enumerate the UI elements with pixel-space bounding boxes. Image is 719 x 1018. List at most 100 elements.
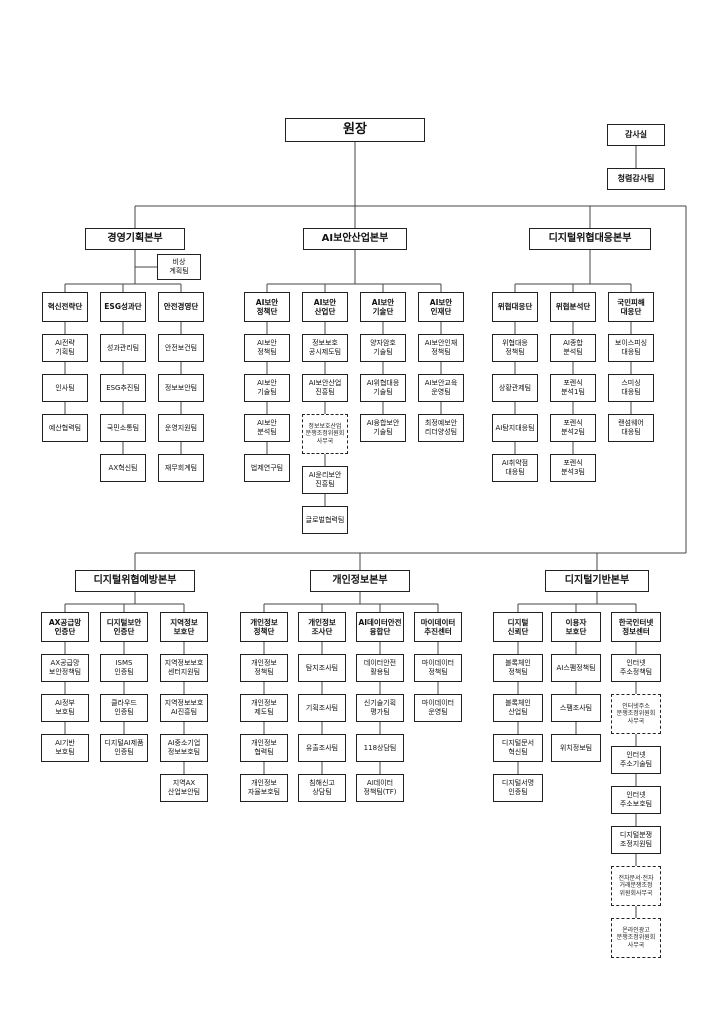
team-box: 신기술기획 평가팀 xyxy=(356,694,404,722)
group-box: AI보안 인재단 xyxy=(418,292,464,322)
team-box: 포렌식 분석2팀 xyxy=(550,414,596,442)
team-box: 성과관리팀 xyxy=(100,334,146,362)
team-box: 위협대응 정책팀 xyxy=(492,334,538,362)
committee-office-box: 온라인광고 분쟁조정위원회 사무국 xyxy=(611,918,661,958)
group-box: 혁신전략단 xyxy=(42,292,88,322)
team-box: 인터넷 주소보호팀 xyxy=(611,786,661,814)
team-box: 양자암호 기술팀 xyxy=(360,334,406,362)
team-box: 데이터안전 활용팀 xyxy=(356,654,404,682)
team-box: 정보보호 공시제도팀 xyxy=(302,334,348,362)
team-box: 디지털서명 인증팀 xyxy=(493,774,543,802)
team-box: 유출조사팀 xyxy=(298,734,346,762)
group-box: 디지털 신뢰단 xyxy=(493,612,543,642)
team-box: 클라우드 인증팀 xyxy=(100,694,148,722)
integrity-audit-team-box: 청렴감사팀 xyxy=(607,168,665,190)
team-box: AI보안인재 정책팀 xyxy=(418,334,464,362)
team-box: AI보안 기술팀 xyxy=(244,374,290,402)
team-box: 기획조사팀 xyxy=(298,694,346,722)
division-box: 경영기획본부 xyxy=(85,228,185,250)
team-box: 지역정보보호 센터지원팀 xyxy=(160,654,208,682)
group-box: ESG성과단 xyxy=(100,292,146,322)
group-box: AX공급망 인증단 xyxy=(41,612,89,642)
team-box: AX혁신팀 xyxy=(100,454,146,482)
team-box: 디지털분쟁 조정지원팀 xyxy=(611,826,661,854)
team-box: 인터넷 주소정책팀 xyxy=(611,654,661,682)
group-box: 지역정보 보호단 xyxy=(160,612,208,642)
group-box: 위협대응단 xyxy=(492,292,538,322)
team-box: 지역AX 산업보안팀 xyxy=(160,774,208,802)
team-box: ESG추진팀 xyxy=(100,374,146,402)
team-box: 상황관제팀 xyxy=(492,374,538,402)
team-box: AI보안교육 운영팀 xyxy=(418,374,464,402)
group-box: 국민피해 대응단 xyxy=(608,292,654,322)
team-box: AI탐지대응팀 xyxy=(492,414,538,442)
team-box: 보이스피싱 대응팀 xyxy=(608,334,654,362)
division-box: 개인정보본부 xyxy=(310,570,410,592)
team-box: AI보안산업 진흥팀 xyxy=(302,374,348,402)
team-box: 안전보건팀 xyxy=(158,334,204,362)
team-box: 탐지조사팀 xyxy=(298,654,346,682)
team-box: 마이데이터 정책팀 xyxy=(414,654,462,682)
team-box: 글로벌협력팀 xyxy=(302,506,348,534)
committee-office-box: 전자문서·전자 거래분쟁조정 위원회사무국 xyxy=(611,866,661,906)
team-box: 118상담팀 xyxy=(356,734,404,762)
division-box: 디지털기반본부 xyxy=(545,570,649,592)
team-box: AI위협대응 기술팀 xyxy=(360,374,406,402)
team-box: AI종합 분석팀 xyxy=(550,334,596,362)
side-team-box: 비상 계획팀 xyxy=(157,254,201,280)
group-box: 이용자 보호단 xyxy=(551,612,601,642)
team-box: 예산협력팀 xyxy=(42,414,88,442)
team-box: 디지털문서 혁신팀 xyxy=(493,734,543,762)
audit-office-box: 감사실 xyxy=(607,124,665,146)
division-box: AI보안산업본부 xyxy=(303,228,407,250)
group-box: 개인정보 정책단 xyxy=(240,612,288,642)
group-box: 한국인터넷 정보센터 xyxy=(611,612,661,642)
team-box: 블록체인 정책팀 xyxy=(493,654,543,682)
team-box: AI기반 보호팀 xyxy=(41,734,89,762)
group-box: AI보안 정책단 xyxy=(244,292,290,322)
division-box: 디지털위협대응본부 xyxy=(529,228,651,250)
team-box: 개인정보 협력팀 xyxy=(240,734,288,762)
team-box: AI융합보안 기술팀 xyxy=(360,414,406,442)
team-box: 침해신고 상담팀 xyxy=(298,774,346,802)
team-box: 개인정보 정책팀 xyxy=(240,654,288,682)
team-box: 개인정보 제도팀 xyxy=(240,694,288,722)
team-box: 운영지원팀 xyxy=(158,414,204,442)
team-box: 스팸조사팀 xyxy=(551,694,601,722)
group-box: 개인정보 조사단 xyxy=(298,612,346,642)
team-box: 법제연구팀 xyxy=(244,454,290,482)
team-box: AI윤리보안 진흥팀 xyxy=(302,466,348,494)
team-box: 국민소통팀 xyxy=(100,414,146,442)
team-box: 위치정보팀 xyxy=(551,734,601,762)
group-box: AI보안 기술단 xyxy=(360,292,406,322)
committee-office-box: 정보보호산업 분쟁조정위원회 사무국 xyxy=(302,414,348,454)
team-box: 마이데이터 운영팀 xyxy=(414,694,462,722)
team-box: 스미싱 대응팀 xyxy=(608,374,654,402)
team-box: 지역정보보호 AI진흥팀 xyxy=(160,694,208,722)
director-box: 원장 xyxy=(285,118,425,142)
team-box: AI정부 보호팀 xyxy=(41,694,89,722)
team-box: AI보안 정책팀 xyxy=(244,334,290,362)
team-box: AX공급망 보안정책팀 xyxy=(41,654,89,682)
team-box: AI보안 분석팀 xyxy=(244,414,290,442)
division-box: 디지털위협예방본부 xyxy=(75,570,195,592)
group-box: 디지털보안 인증단 xyxy=(100,612,148,642)
team-box: AI스팸정책팀 xyxy=(551,654,601,682)
team-box: 재무회계팀 xyxy=(158,454,204,482)
team-box: ISMS 인증팀 xyxy=(100,654,148,682)
team-box: 개인정보 자율보호팀 xyxy=(240,774,288,802)
group-box: 위협분석단 xyxy=(550,292,596,322)
team-box: 디지털AI제품 인증팀 xyxy=(100,734,148,762)
team-box: 인사팀 xyxy=(42,374,88,402)
team-box: 포렌식 분석3팀 xyxy=(550,454,596,482)
team-box: AI데이터 정책팀(TF) xyxy=(356,774,404,802)
team-box: 포렌식 분석1팀 xyxy=(550,374,596,402)
committee-office-box: 인터넷주소 분쟁조정위원회 사무국 xyxy=(611,694,661,734)
team-box: 정보보안팀 xyxy=(158,374,204,402)
team-box: AI전략 기획팀 xyxy=(42,334,88,362)
group-box: AI보안 산업단 xyxy=(302,292,348,322)
team-box: AI취약점 대응팀 xyxy=(492,454,538,482)
team-box: 랜섬웨어 대응팀 xyxy=(608,414,654,442)
group-box: AI데이터안전 융합단 xyxy=(356,612,404,642)
